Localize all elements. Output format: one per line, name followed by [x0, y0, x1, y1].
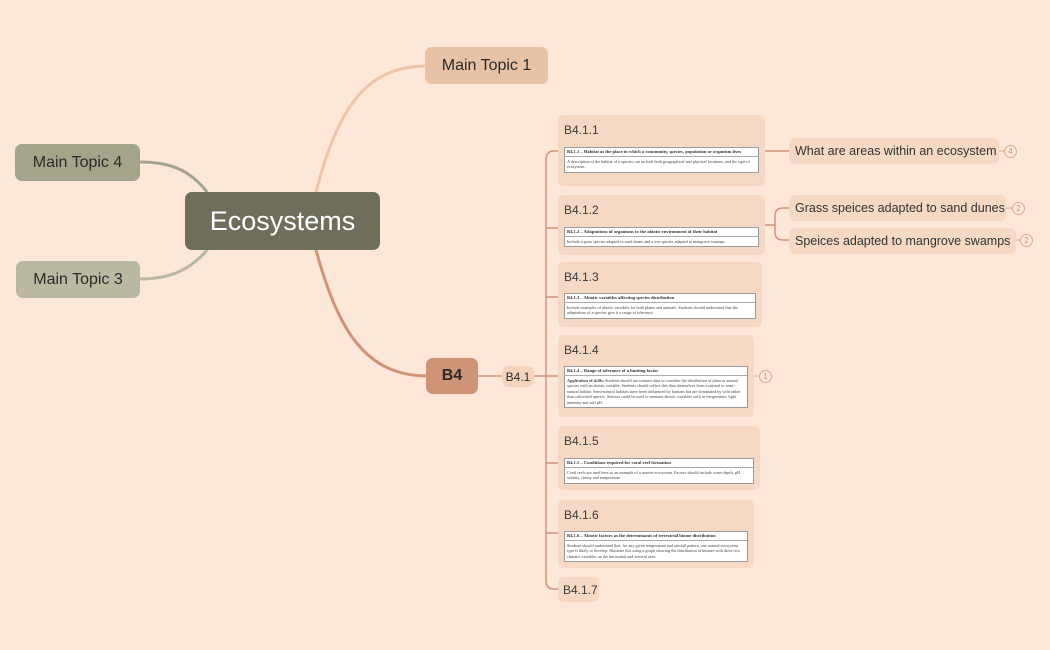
card-b411[interactable]: B4.1.1 B4.1.1 – Habitat as the place in … [558, 115, 765, 186]
doc-snippet: B4.1.6 – Abiotic factors as the determin… [564, 531, 748, 563]
doc-heading: B4.1.6 – Abiotic factors as the determin… [565, 532, 747, 541]
card-b414[interactable]: B4.1.4 B4.1.4 – Range of tolerance of a … [558, 335, 754, 417]
leaf-areas-within-ecosystem[interactable]: What are areas within an ecosystem [789, 138, 999, 164]
doc-body-text: Students should use transect data to cor… [567, 378, 741, 405]
card-title: B4.1.6 [564, 508, 599, 522]
connector-b4 [314, 249, 429, 378]
doc-snippet: B4.1.5 – Conditions required for coral r… [564, 458, 754, 484]
card-b415[interactable]: B4.1.5 B4.1.5 – Conditions required for … [558, 426, 760, 490]
doc-heading: B4.1.2 – Adaptations of organisms to the… [565, 228, 758, 237]
main-topic-1[interactable]: Main Topic 1 [425, 47, 548, 84]
doc-body: Application of skills: Students should u… [565, 376, 747, 407]
doc-snippet: B4.1.3 – Abiotic variables affecting spe… [564, 293, 756, 319]
connector-card2-leaves [765, 207, 789, 241]
b4-topic[interactable]: B4 [426, 358, 478, 394]
doc-body: Include examples of abiotic variables fo… [567, 305, 738, 316]
doc-body: Students should understand that, for any… [567, 543, 740, 559]
card-title: B4.1.3 [564, 270, 599, 284]
doc-heading: B4.1.3 – Abiotic variables affecting spe… [565, 294, 755, 303]
b41-topic[interactable]: B4.1 [502, 366, 534, 387]
doc-snippet: B4.1.1 – Habitat as the place in which a… [564, 147, 759, 173]
card-title: B4.1.4 [564, 343, 599, 357]
doc-body: A description of the habitat of a specie… [567, 159, 750, 170]
main-topic-3[interactable]: Main Topic 3 [16, 261, 140, 298]
connector-b41-branches [546, 227, 558, 534]
main-topic-4[interactable]: Main Topic 4 [15, 144, 140, 181]
card-b413[interactable]: B4.1.3 B4.1.3 – Abiotic variables affect… [558, 262, 762, 327]
doc-snippet: B4.1.4 – Range of tolerance of a limitin… [564, 366, 748, 409]
card-title: B4.1.1 [564, 123, 599, 137]
card-b416[interactable]: B4.1.6 B4.1.6 – Abiotic factors as the d… [558, 500, 754, 568]
card-b412[interactable]: B4.1.2 B4.1.2 – Adaptations of organisms… [558, 195, 765, 255]
connector-topic4 [139, 160, 209, 193]
doc-snippet: B4.1.2 – Adaptations of organisms to the… [564, 227, 759, 248]
doc-heading: B4.1.4 – Range of tolerance of a limitin… [565, 367, 747, 376]
doc-body-label: Application of skills: [567, 378, 604, 383]
collapsed-count-badge[interactable]: 4 [1004, 145, 1017, 158]
leaf-grass-species[interactable]: Grass speices adapted to sand dunes [789, 195, 1006, 221]
connector-b41-trunk [534, 150, 558, 590]
doc-heading: B4.1.5 – Conditions required for coral r… [565, 459, 753, 468]
collapsed-count-badge[interactable]: 2 [1012, 202, 1025, 215]
collapsed-count-badge[interactable]: 1 [759, 370, 772, 383]
doc-heading: B4.1.1 – Habitat as the place in which a… [565, 148, 758, 157]
card-b417[interactable]: B4.1.7 [558, 577, 599, 602]
connector-topic1 [314, 64, 429, 193]
collapsed-count-badge[interactable]: 2 [1020, 234, 1033, 247]
central-topic[interactable]: Ecosystems [185, 192, 380, 250]
leaf-mangrove-species[interactable]: Speices adapted to mangrove swamps [789, 228, 1016, 254]
card-title: B4.1.2 [564, 203, 599, 217]
doc-body: Include a grass species adapted to sand … [567, 239, 726, 244]
doc-body: Coral reefs are used here as an example … [567, 470, 741, 481]
connector-topic3 [139, 249, 209, 281]
card-title: B4.1.5 [564, 434, 599, 448]
